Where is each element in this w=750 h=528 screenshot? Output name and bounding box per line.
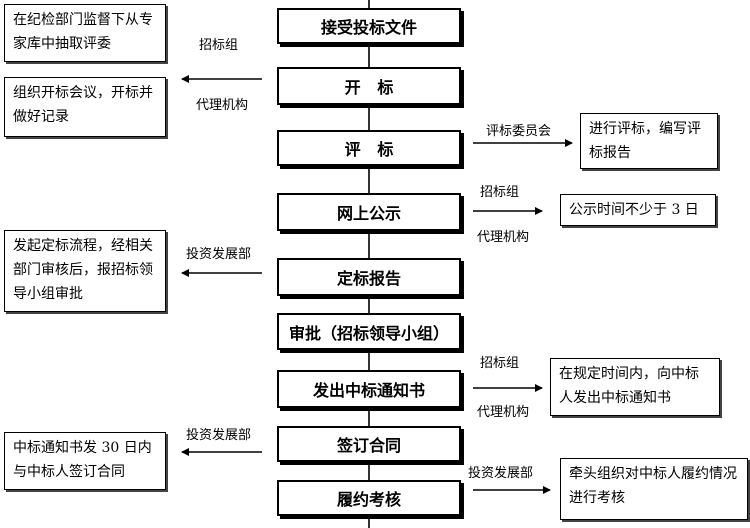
step-online-publicity: 网上公示 bbox=[277, 193, 461, 231]
step-sign-contract: 签订合同 bbox=[277, 426, 461, 462]
label-bidding-group-3: 招标组 bbox=[480, 356, 520, 371]
step-award-report: 定标报告 bbox=[277, 258, 461, 296]
label-investment-dept-2: 投资发展部 bbox=[186, 428, 252, 443]
label-bidding-group-1: 招标组 bbox=[199, 38, 239, 53]
note-issue-notice: 在规定时间内，向中标人发出中标通知书 bbox=[550, 358, 720, 416]
step-performance-assessment: 履约考核 bbox=[277, 480, 461, 516]
label-investment-dept-3: 投资发展部 bbox=[468, 466, 534, 481]
step-receive-bids: 接受投标文件 bbox=[277, 8, 461, 44]
step-issue-notice: 发出中标通知书 bbox=[277, 370, 461, 408]
label-bidding-group-2: 招标组 bbox=[480, 185, 520, 200]
note-opening-meeting: 组织开标会议，开标并做好记录 bbox=[4, 77, 166, 137]
label-agency-2: 代理机构 bbox=[477, 230, 530, 245]
label-committee: 评标委员会 bbox=[486, 124, 552, 139]
label-agency-3: 代理机构 bbox=[477, 405, 530, 420]
note-finalize-process: 发起定标流程，经相关部门审核后，报招标领导小组审批 bbox=[4, 230, 166, 312]
note-contract-deadline: 中标通知书发 30 日内与中标人签订合同 bbox=[4, 432, 166, 490]
step-bid-opening: 开 标 bbox=[277, 67, 461, 105]
label-agency-1: 代理机构 bbox=[196, 98, 249, 113]
note-assessment: 牵头组织对中标人履约情况进行考核 bbox=[560, 458, 748, 520]
step-approval: 审批（招标领导小组） bbox=[277, 313, 461, 350]
step-evaluation: 评 标 bbox=[277, 130, 461, 166]
note-evaluation-report: 进行评标，编写评标报告 bbox=[580, 113, 718, 169]
note-expert-selection: 在纪检部门监督下从专家库中抽取评委 bbox=[4, 4, 166, 62]
note-publicity-period: 公示时间不少于 3 日 bbox=[560, 194, 716, 226]
label-investment-dept-1: 投资发展部 bbox=[186, 247, 252, 262]
